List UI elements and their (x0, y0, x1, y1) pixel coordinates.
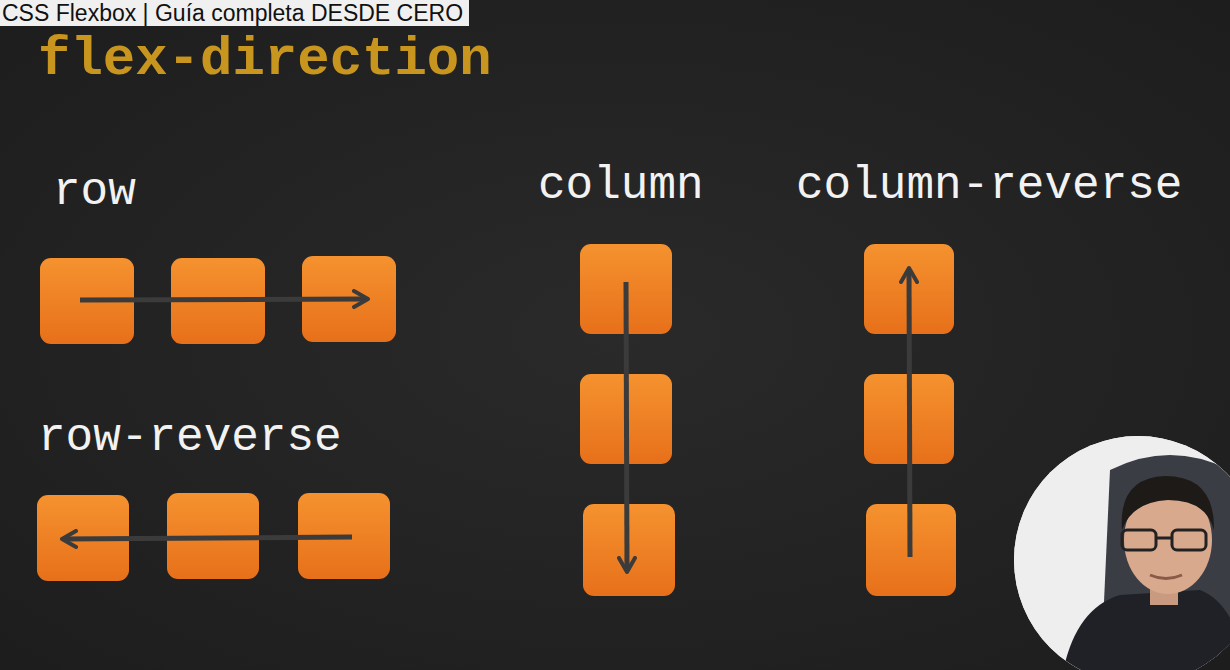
row-reverse-items (37, 493, 390, 581)
label-holder: column (538, 158, 704, 214)
slide-heading: flex-direction (38, 30, 492, 90)
column-reverse-items (864, 244, 956, 596)
label-holder: column-reverse (796, 158, 1182, 214)
video-title: CSS Flexbox | Guía completa DESDE CERO (0, 0, 469, 26)
label-holder: row (53, 164, 136, 220)
direction-label: column (538, 158, 704, 214)
direction-label: row (53, 164, 136, 220)
heading-holder: flex-direction (38, 30, 492, 90)
label-holder: row-reverse (38, 410, 342, 466)
row-items (40, 256, 396, 344)
direction-label: row-reverse (38, 410, 342, 466)
column-items (580, 244, 675, 596)
webcam-bubble (1014, 436, 1230, 670)
direction-label: column-reverse (796, 158, 1182, 214)
label-holder: CSS Flexbox | Guía completa DESDE CERO (0, 0, 469, 26)
